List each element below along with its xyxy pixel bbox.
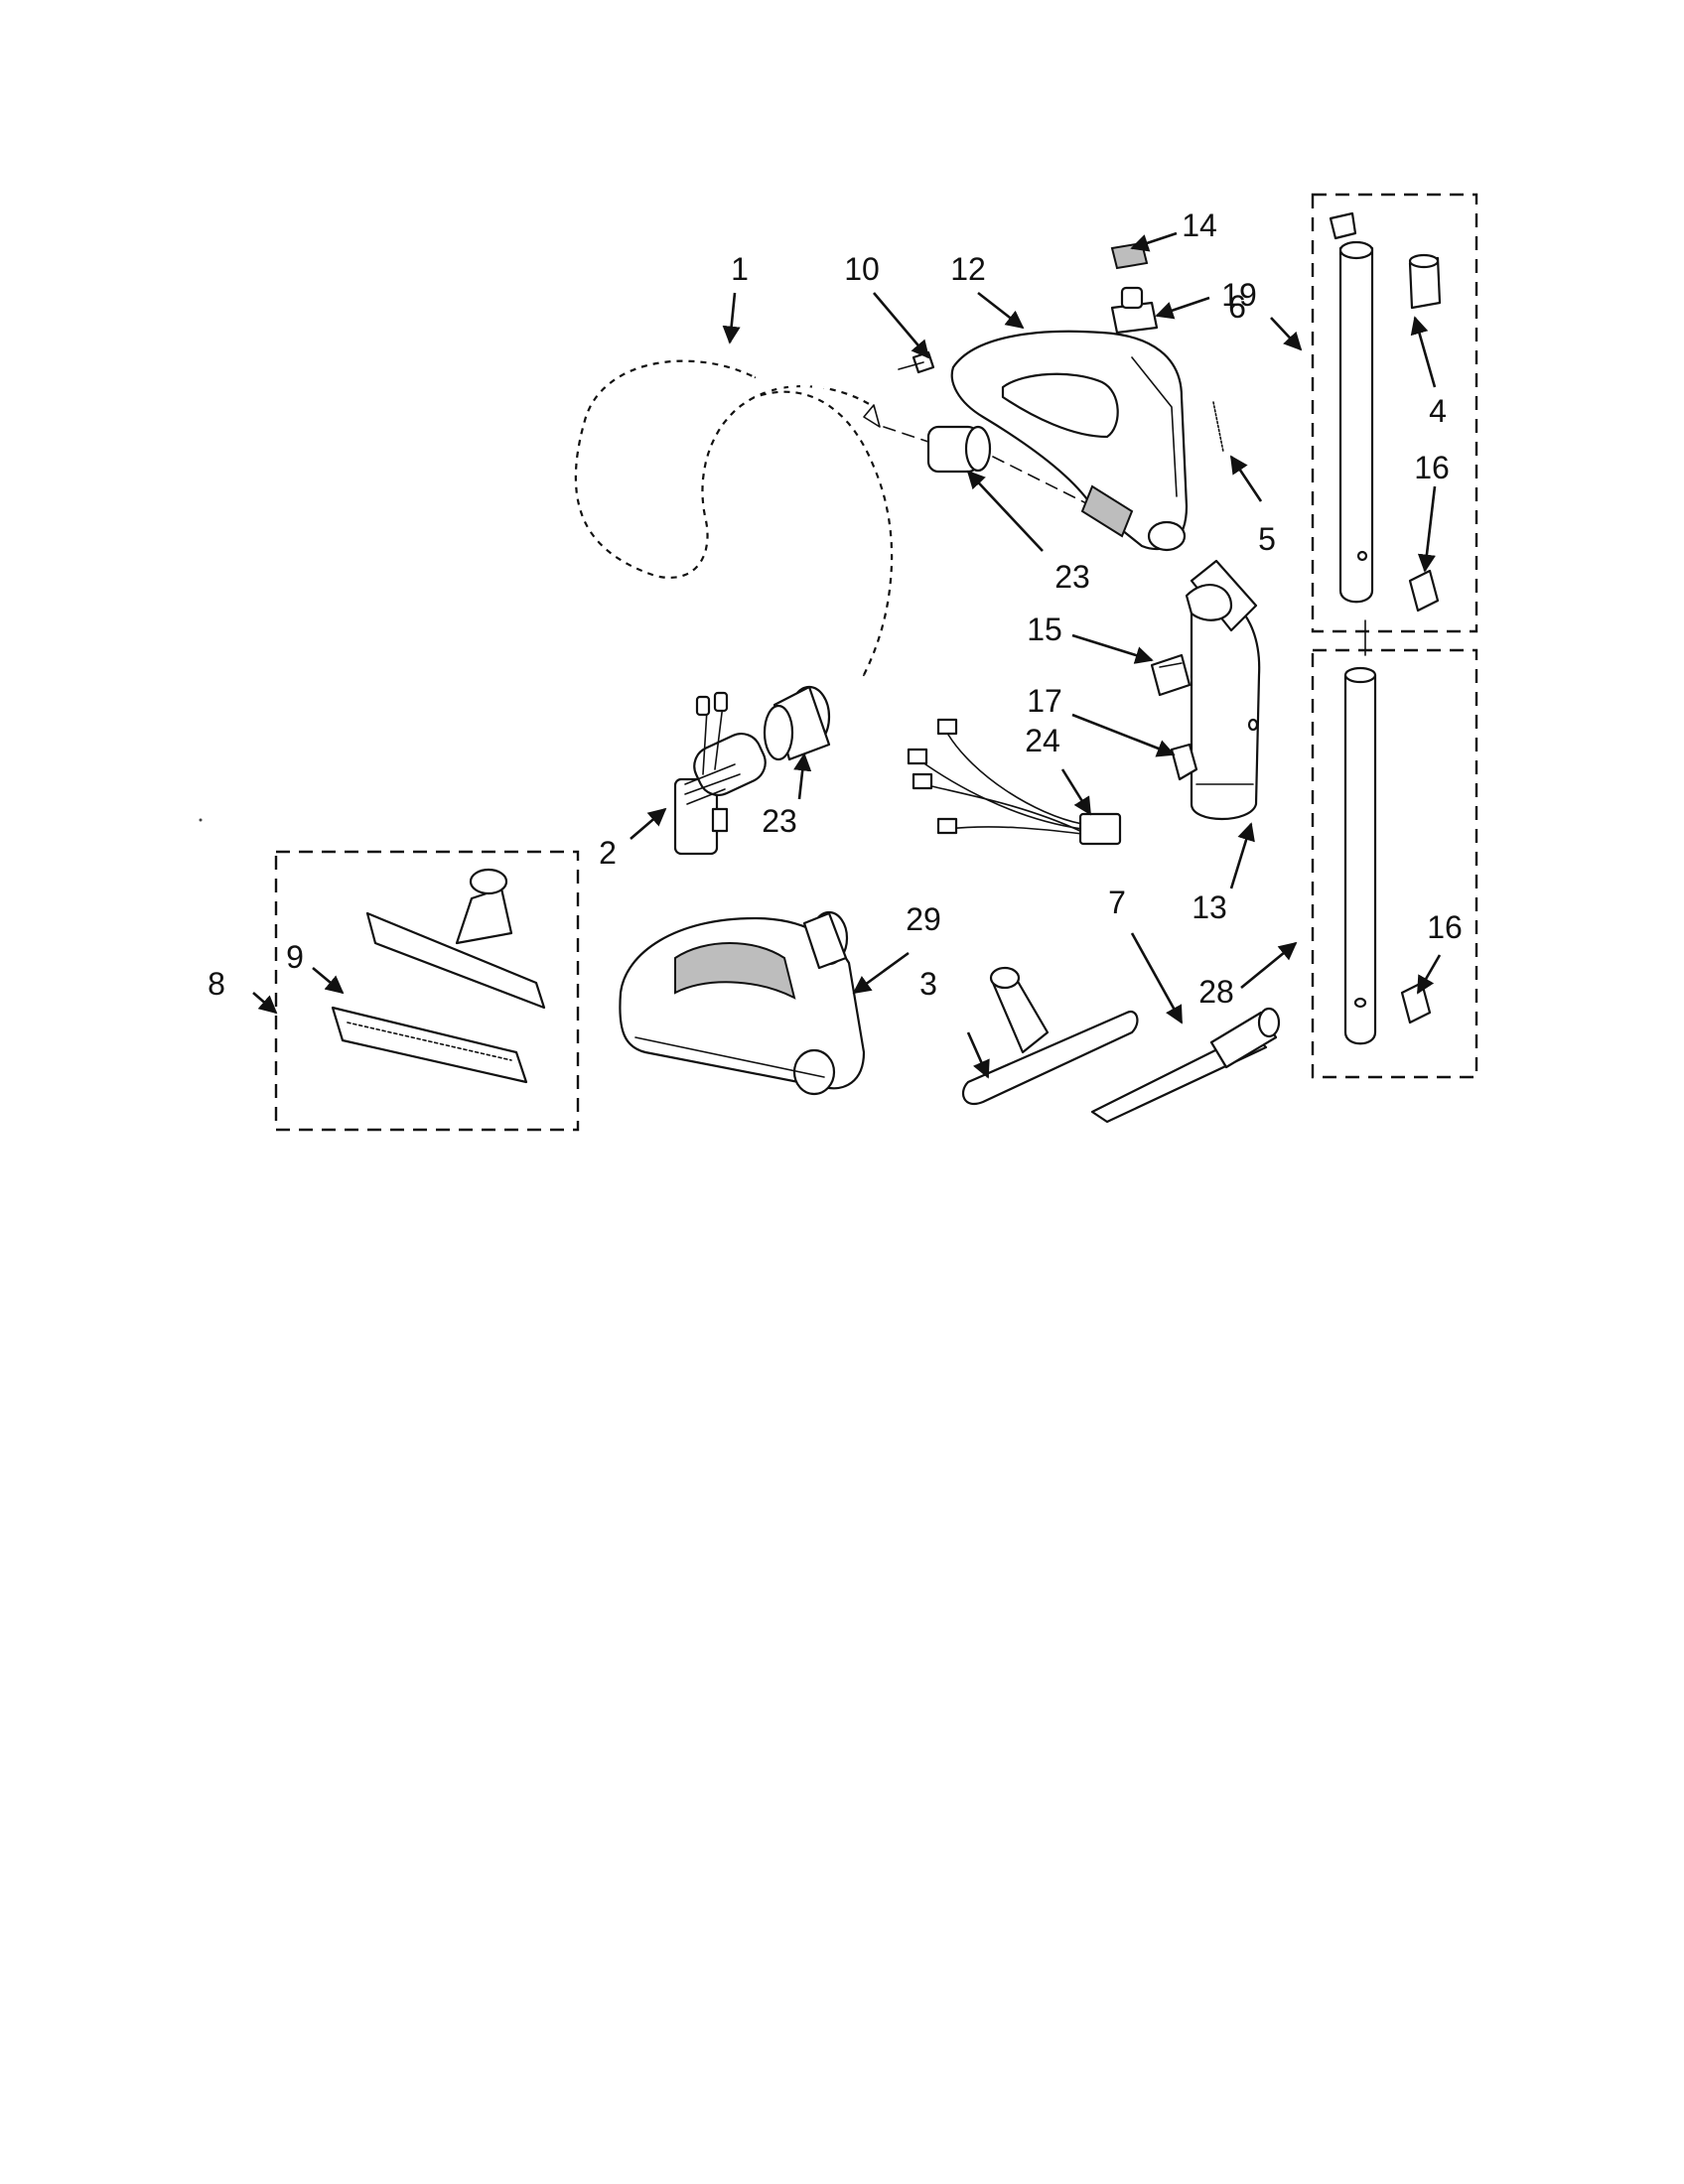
callout-4: 4 [1429, 393, 1447, 429]
hose-part [561, 346, 907, 682]
callout-1: 1 [731, 251, 749, 287]
callout-17: 17 [1027, 683, 1062, 719]
hose-connector-part [673, 691, 767, 856]
callout-2: 2 [599, 835, 617, 871]
callout-23a: 23 [1054, 559, 1090, 595]
callout-12: 12 [950, 251, 986, 287]
callout-16a: 16 [1414, 450, 1450, 485]
brush-strip-part [331, 1006, 528, 1084]
callout-5: 5 [1258, 521, 1276, 557]
callout-23b: 23 [762, 803, 797, 839]
callout-labels: 1 10 12 14 19 6 4 16 5 23 15 17 24 23 2 … [208, 207, 1463, 1010]
power-nozzle-part [619, 910, 866, 1096]
crevice-tool-part [1090, 1007, 1281, 1124]
callout-24: 24 [1025, 723, 1060, 758]
callout-16b: 16 [1427, 909, 1463, 945]
callout-7: 7 [1108, 885, 1126, 920]
switch-part [1110, 241, 1159, 335]
callout-28: 28 [1198, 974, 1234, 1010]
handle-part [950, 330, 1189, 552]
callout-14: 14 [1182, 207, 1217, 243]
lower-wand-part [1343, 666, 1377, 1045]
clip-part [1150, 653, 1192, 697]
floor-tool-group-box [274, 850, 580, 1132]
callout-3: 3 [919, 966, 937, 1002]
callout-6: 6 [1228, 289, 1246, 325]
scan-dot [199, 818, 203, 822]
grip-tube-part [1185, 559, 1261, 820]
floor-tool-part [365, 868, 546, 1010]
wand-lower-group-box [1311, 648, 1478, 1079]
upper-wand-part [1329, 211, 1374, 604]
callout-29: 29 [906, 901, 941, 937]
spring-part [1212, 401, 1224, 453]
wiring-harness-part [907, 718, 1122, 846]
callout-8: 8 [208, 966, 225, 1002]
callout-9: 9 [286, 939, 304, 975]
wand-sleeve-part [1408, 253, 1442, 310]
leader-arrows [252, 231, 1442, 1079]
wand-clip-part-lower [1400, 981, 1432, 1024]
callout-10: 10 [844, 251, 880, 287]
wand-clip-part-upper [1408, 569, 1440, 613]
callout-19: 19 [1221, 277, 1257, 313]
floor-brush-part [961, 966, 1139, 1105]
wand-upper-group-box [1311, 193, 1478, 633]
callout-13: 13 [1192, 889, 1227, 925]
cuff-part-lower [763, 685, 831, 761]
callout-15: 15 [1027, 612, 1062, 647]
latch-part [1170, 743, 1198, 781]
